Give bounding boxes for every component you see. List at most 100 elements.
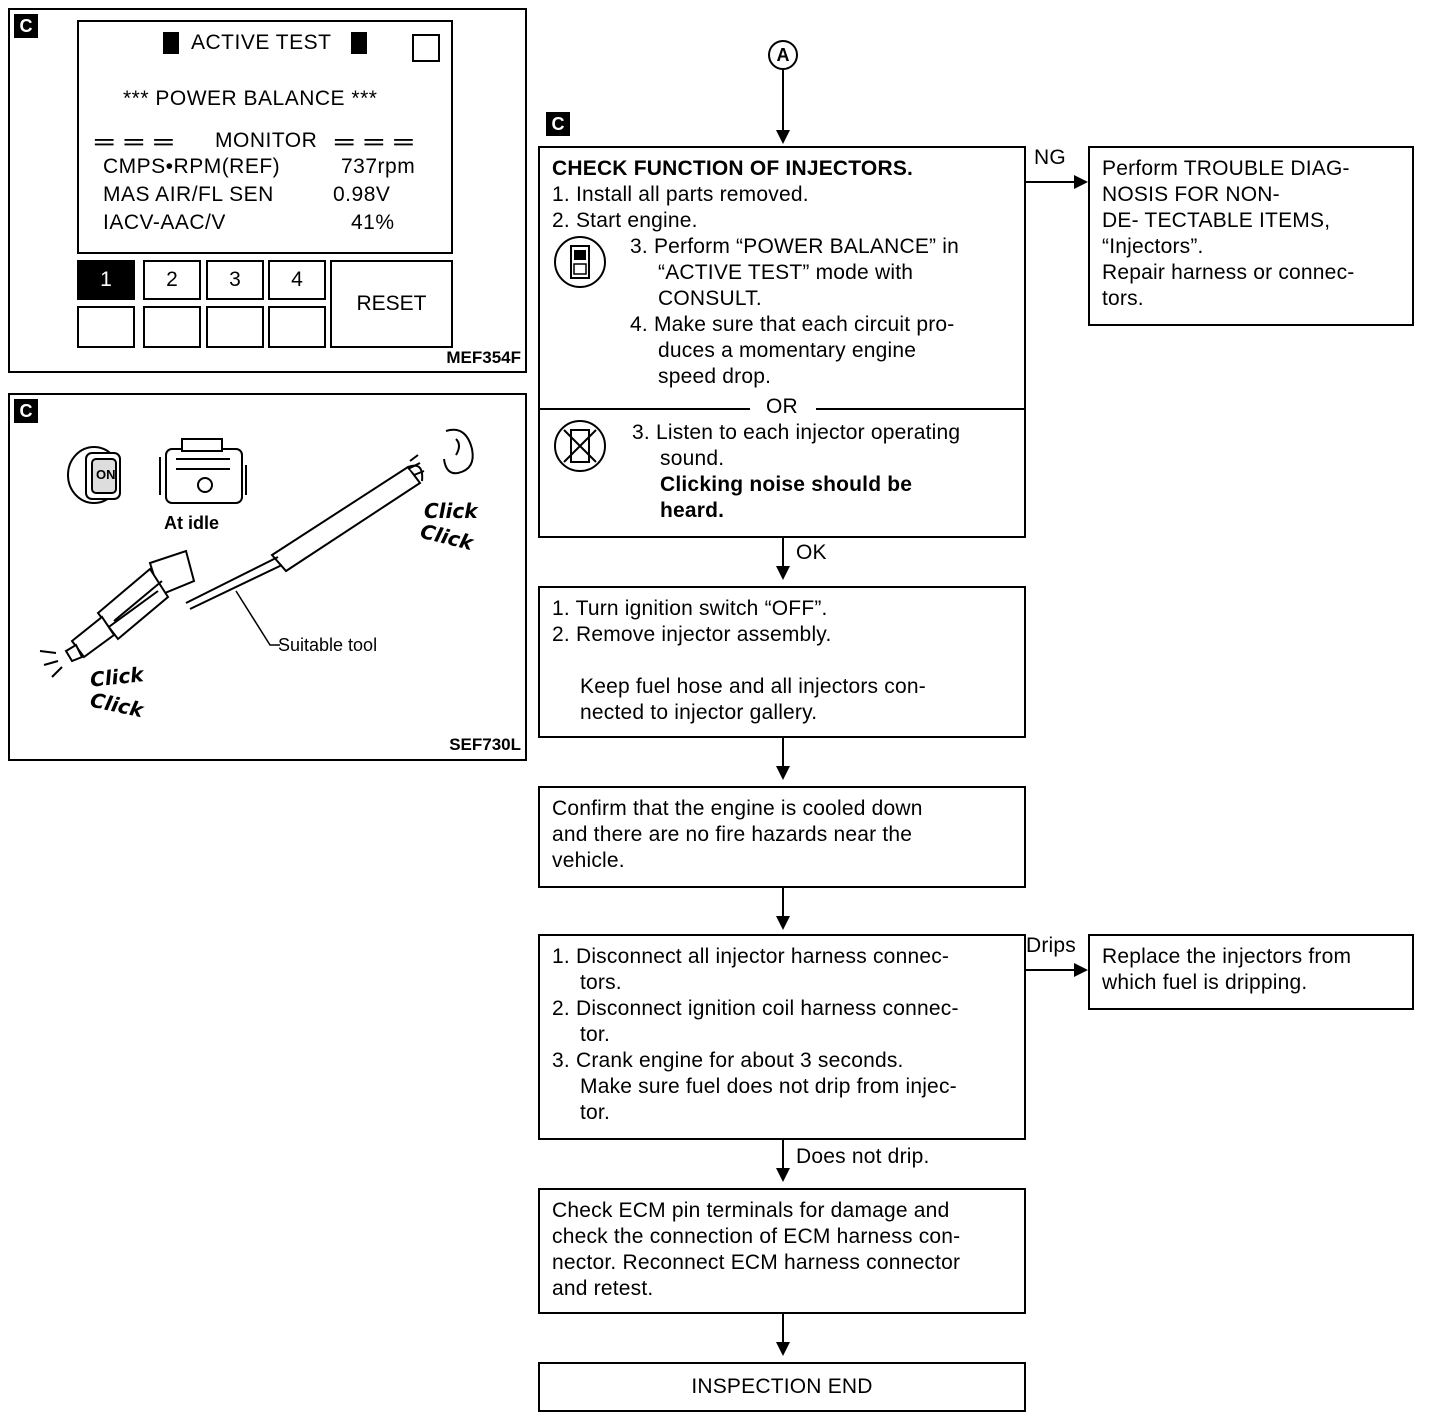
sound-check-badge: C: [14, 399, 38, 423]
or-divider-left: [540, 408, 750, 410]
step2-line: 1. Turn ignition switch “OFF”.: [552, 597, 828, 620]
no-consult-icon: [554, 420, 606, 472]
drips-label: Drips: [1026, 934, 1077, 957]
step5-line: nector. Reconnect ECM harness connector: [552, 1251, 961, 1274]
ok-connector-line: [782, 538, 784, 568]
suitable-tool-label: Suitable tool: [278, 635, 378, 655]
connector-a: A: [768, 40, 798, 70]
step1-line: 3. Listen to each injector operating: [632, 421, 961, 444]
screwdriver-icon: [185, 464, 424, 610]
screen-corner-box: [412, 34, 440, 62]
end-label: INSPECTION END: [691, 1375, 873, 1398]
step2-line: nected to injector gallery.: [580, 701, 818, 724]
blank-button[interactable]: [77, 306, 135, 348]
cylinder-button-4[interactable]: 4: [268, 260, 326, 300]
monitor-row-name: MAS AIR/FL SEN: [103, 183, 274, 206]
blank-button[interactable]: [143, 306, 201, 348]
injector-sound-panel: C: [8, 393, 527, 761]
cylinder-button-2[interactable]: 2: [143, 260, 201, 300]
ng-box-line: tors.: [1102, 287, 1144, 310]
crank-engine-box: 1. Disconnect all injector harness conne…: [538, 934, 1026, 1140]
figure-ref-code: SEF730L: [449, 735, 521, 754]
check-ecm-box: Check ECM pin terminals for damage and c…: [538, 1188, 1026, 1314]
step1-line: 2. Start engine.: [552, 209, 698, 232]
screen-title: ACTIVE TEST: [191, 31, 332, 54]
step1-line: 1. Install all parts removed.: [552, 183, 809, 206]
connector-line: [782, 738, 784, 768]
check-injectors-box: CHECK FUNCTION OF INJECTORS. 1. Install …: [538, 146, 1026, 538]
monitor-divider-left: ═ ═ ═: [95, 126, 175, 156]
key-on-label: ON: [96, 467, 116, 482]
step4-line: 2. Disconnect ignition coil harness conn…: [552, 997, 959, 1020]
screen-title-block-left: [163, 32, 179, 54]
ignition-key-icon: [67, 446, 121, 504]
step5-line: Check ECM pin terminals for damage and: [552, 1199, 950, 1222]
monitor-row-name: CMPS•RPM(REF): [103, 155, 281, 178]
drips-box-line: Replace the injectors from: [1102, 945, 1352, 968]
step1-title: CHECK FUNCTION OF INJECTORS.: [552, 157, 914, 180]
remove-injector-box: 1. Turn ignition switch “OFF”. 2. Remove…: [538, 586, 1026, 738]
engine-cooled-box: Confirm that the engine is cooled down a…: [538, 786, 1026, 888]
click-marks: [39, 650, 63, 678]
step4-line: Make sure fuel does not drip from injec-: [580, 1075, 957, 1098]
arrow-right: [1074, 963, 1088, 977]
drips-connector-line: [1026, 969, 1076, 971]
connector-line: [782, 888, 784, 918]
arrow-down: [776, 566, 790, 580]
connector-line: [782, 70, 784, 130]
step1-line: 3. Perform “POWER BALANCE” in: [630, 235, 960, 258]
step3-line: vehicle.: [552, 849, 625, 872]
ng-box-line: Perform TROUBLE DIAG-: [1102, 157, 1350, 180]
consult-screen-panel: C ACTIVE TEST *** POWER BALANCE *** ═ ═ …: [8, 8, 527, 373]
cylinder-button-3[interactable]: 3: [206, 260, 264, 300]
engine-icon: [159, 438, 247, 504]
ng-box-line: “Injectors”.: [1102, 235, 1204, 258]
step3-line: Confirm that the engine is cooled down: [552, 797, 923, 820]
monitor-row-value: 737rpm: [341, 155, 416, 178]
step4-line: 1. Disconnect all injector harness conne…: [552, 945, 950, 968]
step4-line: tor.: [580, 1101, 610, 1124]
step4-line: tors.: [580, 971, 622, 994]
monitor-row-name: IACV-AAC/V: [103, 211, 226, 234]
nodrip-connector-line: [782, 1140, 784, 1170]
step1-line: CONSULT.: [658, 287, 762, 310]
arrow-down: [776, 130, 790, 144]
step1-line: heard.: [660, 499, 725, 522]
connector-line: [782, 1314, 784, 1344]
step4-line: tor.: [580, 1023, 610, 1046]
at-idle-label: At idle: [164, 513, 220, 533]
step1-line: speed drop.: [658, 365, 772, 388]
flow-badge: C: [546, 112, 570, 136]
inspection-end-box: INSPECTION END: [538, 1362, 1026, 1412]
step5-line: check the connection of ECM harness con-: [552, 1225, 961, 1248]
step3-line: and there are no fire hazards near the: [552, 823, 913, 846]
click-label: Click: [424, 499, 478, 523]
trouble-diagnosis-box: Perform TROUBLE DIAG- NOSIS FOR NON- DE-…: [1088, 146, 1414, 326]
monitor-divider-right: ═ ═ ═: [335, 126, 415, 156]
ng-label: NG: [1034, 146, 1066, 169]
blank-button[interactable]: [268, 306, 326, 348]
step1-line: “ACTIVE TEST” mode with: [658, 261, 914, 284]
step4-line: 3. Crank engine for about 3 seconds.: [552, 1049, 904, 1072]
arrow-down: [776, 766, 790, 780]
cylinder-button-1[interactable]: 1: [77, 260, 135, 300]
tool-leader-line: [235, 590, 280, 646]
monitor-row-value: 41%: [351, 211, 395, 234]
ok-label: OK: [796, 541, 827, 564]
arrow-down: [776, 916, 790, 930]
injector-icon: [64, 549, 196, 663]
blank-button[interactable]: [206, 306, 264, 348]
step1-line: 4. Make sure that each circuit pro-: [630, 313, 955, 336]
arrow-right: [1074, 175, 1088, 189]
step2-line: 2. Remove injector assembly.: [552, 623, 832, 646]
injector-illustration: [39, 428, 474, 678]
reset-button[interactable]: RESET: [330, 260, 453, 348]
ng-connector-line: [1026, 181, 1076, 183]
step5-line: and retest.: [552, 1277, 654, 1300]
screen-title-block-right: [351, 32, 367, 54]
or-divider-right: [816, 408, 1026, 410]
consult-tool-icon: [554, 236, 606, 288]
step1-line: sound.: [660, 447, 725, 470]
monitor-row-value: 0.98V: [333, 183, 391, 206]
replace-injectors-box: Replace the injectors from which fuel is…: [1088, 934, 1414, 1010]
